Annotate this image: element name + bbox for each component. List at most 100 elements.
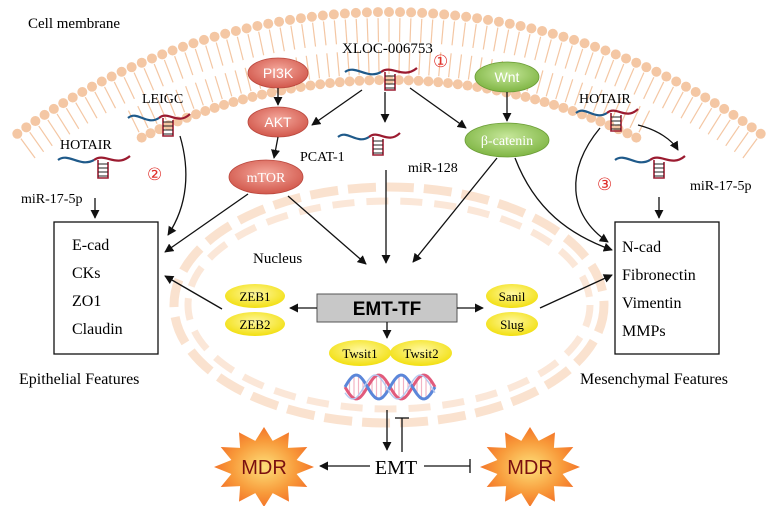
lipid-head — [558, 32, 568, 42]
lipid-tail — [21, 139, 35, 158]
lipid-head — [395, 7, 405, 17]
lipid-head — [719, 104, 729, 114]
lipid-tail — [514, 32, 519, 55]
lipid-tail — [662, 87, 673, 108]
lipid-tail — [483, 26, 487, 50]
lipid-tail — [545, 40, 551, 63]
dna-helix-icon — [345, 375, 435, 399]
mtor-label: mTOR — [247, 171, 286, 186]
lipid-tail — [124, 77, 134, 99]
leigc-label: LEIGC — [142, 92, 183, 107]
lipid-head — [414, 76, 424, 86]
lipid-tail — [410, 18, 411, 42]
arrow-xloc-akt — [312, 90, 362, 125]
hotair-right-label: HOTAIR — [579, 92, 631, 107]
lipid-head — [439, 9, 449, 19]
circle-2-marker: ② — [147, 165, 162, 184]
arrow-hotair-mir17 — [638, 125, 678, 150]
arrow-mtor-epithelial — [165, 194, 248, 252]
arrows — [95, 88, 678, 473]
lipid-head — [521, 92, 531, 102]
lipid-tail — [195, 83, 203, 106]
lipid-tail — [734, 132, 748, 152]
lipid-head — [728, 110, 738, 120]
lipid-tail — [291, 26, 295, 50]
lipid-head — [168, 45, 178, 55]
lipid-tail — [653, 82, 664, 104]
zeb2-label: ZEB2 — [239, 317, 270, 332]
lipid-head — [494, 17, 504, 27]
cell-membrane-label: Cell membrane — [28, 16, 120, 32]
lipid-head — [417, 8, 427, 18]
arrow-akt-mtor — [274, 137, 278, 158]
zeb1-label: ZEB1 — [239, 289, 270, 304]
lipid-head — [590, 42, 600, 52]
lipid-tail — [345, 20, 347, 44]
lipid-head — [40, 110, 50, 120]
lipid-tail — [726, 126, 740, 146]
lipid-head — [137, 58, 147, 68]
lipid-tail — [185, 52, 193, 75]
lipid-head — [247, 92, 257, 102]
lipid-tail — [76, 103, 88, 124]
slug-label: Slug — [500, 317, 524, 332]
lipid-tail — [634, 73, 644, 95]
lipid-tail — [227, 40, 233, 63]
lipid-head — [651, 67, 661, 77]
lipid-tail — [302, 24, 305, 48]
lipid-tail — [442, 20, 444, 44]
beta-catenin-label: β-catenin — [481, 134, 533, 149]
lipid-head — [87, 82, 97, 92]
lipid-head — [404, 75, 414, 85]
epithelial-marker: E-cad — [72, 237, 109, 254]
lipid-head — [621, 53, 631, 63]
lipid-tail — [237, 37, 243, 60]
lipid-head — [354, 76, 364, 86]
lipid-head — [210, 103, 220, 113]
lipid-tail — [216, 42, 223, 65]
lipid-head — [738, 116, 748, 126]
lipid-head — [483, 15, 493, 25]
mdr-left-star: MDR — [214, 427, 314, 506]
mesenchymal-marker: Vimentin — [622, 295, 681, 312]
lipid-head — [178, 42, 188, 52]
lipid-tail — [535, 37, 541, 60]
lipid-head — [631, 133, 641, 143]
lipid-head — [549, 100, 559, 110]
lipid-head — [30, 116, 40, 126]
lipid-tail — [356, 19, 357, 43]
lipid-head — [756, 129, 766, 139]
epithelial-marker: Claudin — [72, 321, 123, 338]
pi3k-node: PI3K — [248, 58, 308, 88]
lipid-tail — [449, 53, 452, 77]
lipid-head — [461, 12, 471, 22]
lipid-head — [191, 109, 201, 119]
lipid-head — [345, 76, 355, 86]
lipid-head — [335, 77, 345, 87]
lipid-tail — [205, 79, 212, 102]
lipid-tail — [639, 111, 650, 133]
lipid-head — [228, 97, 238, 107]
lipid-head — [188, 38, 198, 48]
lipid-tail — [605, 60, 614, 82]
lipid-tail — [327, 53, 330, 77]
mesenchymal-marker: N-cad — [622, 239, 661, 256]
wnt-node: Wnt — [475, 62, 539, 92]
mdr-right-star: MDR — [480, 427, 580, 506]
lipid-head — [21, 122, 31, 132]
lipid-tail — [144, 68, 153, 90]
lipid-head — [97, 77, 107, 87]
lipid-head — [200, 106, 210, 116]
lipid-tail — [431, 20, 433, 44]
lipid-tail — [225, 73, 232, 96]
lipid-tail — [114, 82, 125, 104]
lipid-head — [267, 87, 277, 97]
emt-tf-label: EMT-TF — [353, 299, 422, 320]
zeb2-node: ZEB2 — [225, 312, 285, 336]
arrow-catenin-mesenchymal — [515, 158, 612, 250]
lipid-tail — [337, 52, 339, 76]
lipid-head — [428, 9, 438, 19]
epithelial-features-label: Epithelial Features — [19, 371, 139, 388]
lipid-head — [146, 128, 156, 138]
